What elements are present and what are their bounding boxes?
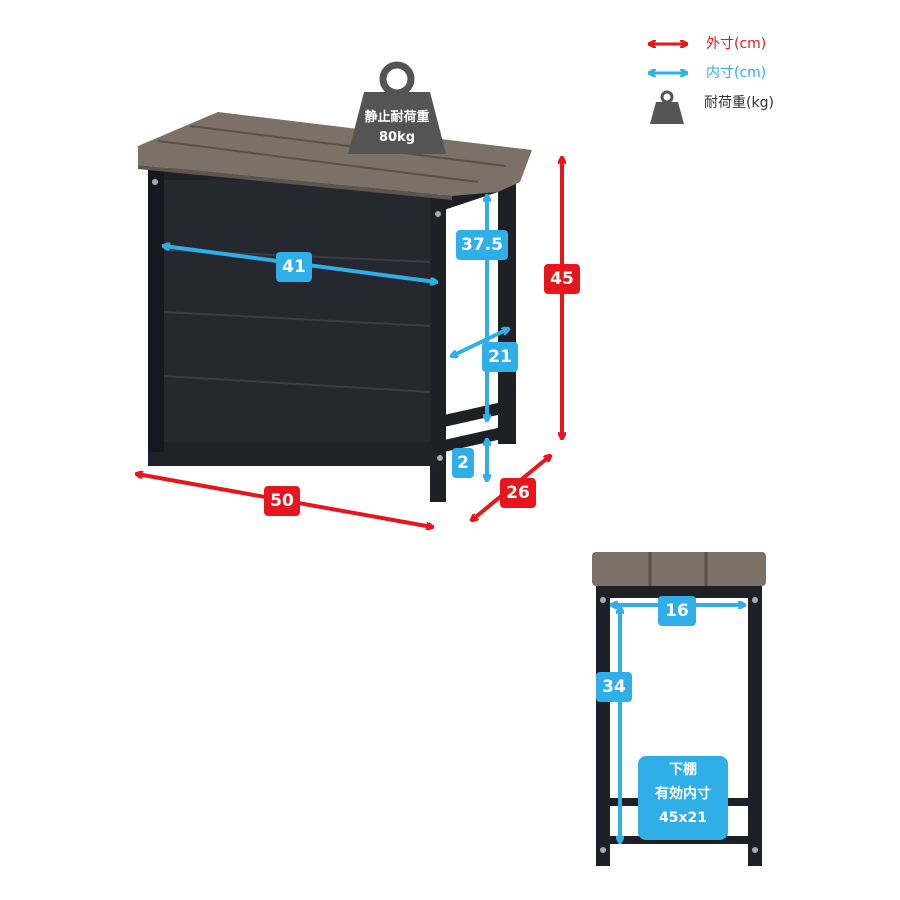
side-top-rail — [596, 586, 762, 598]
bolt — [600, 597, 606, 603]
legend-weight-icon — [650, 90, 684, 124]
bolt — [752, 847, 758, 853]
seat-slat-gap — [189, 125, 507, 167]
weight-badge-text: 静止耐荷重 80kg — [350, 108, 444, 148]
side-leg-left — [596, 584, 610, 866]
bolt — [152, 179, 158, 185]
panel-groove — [163, 375, 431, 393]
shelf-note-box — [638, 756, 728, 840]
legend-inner-label: 内寸(cm) — [706, 65, 767, 81]
inner-depth-label: 21 — [482, 342, 518, 372]
side-inner-width-label: 16 — [658, 596, 696, 626]
side-wooden-seat — [592, 552, 766, 586]
bolt — [752, 597, 758, 603]
bolt — [600, 847, 606, 853]
shelf-note-line2: 有効内寸 — [655, 786, 711, 802]
outer-width-label: 50 — [264, 486, 300, 516]
outer-depth-label: 26 — [500, 478, 536, 508]
inner-depth-arrow — [452, 329, 508, 356]
storage-bench-main-view — [138, 112, 532, 502]
bottom-gap-label: 2 — [452, 448, 474, 478]
outer-height-label: 45 — [544, 264, 580, 294]
panel-groove — [163, 311, 431, 327]
legend-load-label: 耐荷重(kg) — [704, 95, 774, 111]
shelf-note-text: 下棚 有効内寸 45x21 — [638, 758, 728, 830]
side-inner-height-label: 34 — [596, 672, 632, 702]
front-inner-panel — [164, 180, 430, 442]
front-left-leg — [148, 168, 164, 452]
shelf-note-line3: 45x21 — [659, 810, 707, 826]
seat-edge — [138, 165, 452, 200]
legend — [650, 44, 686, 124]
side-lower-rail — [444, 427, 502, 452]
weight-badge-value: 80kg — [378, 130, 416, 145]
shelf-note-line1: 下棚 — [669, 762, 697, 778]
inner-height-label: 37.5 — [456, 230, 508, 260]
side-bottom-rail — [444, 402, 502, 427]
bolt — [435, 211, 441, 217]
wooden-seat — [138, 112, 532, 196]
load-weight-icon — [348, 61, 446, 154]
legend-outer-label: 外寸(cm) — [706, 36, 767, 52]
side-leg-right — [748, 584, 762, 866]
weight-badge-label: 静止耐荷重 — [364, 110, 430, 125]
inner-width-label: 41 — [276, 252, 312, 282]
bolt — [437, 455, 443, 461]
seat-slat-gap — [157, 140, 479, 183]
